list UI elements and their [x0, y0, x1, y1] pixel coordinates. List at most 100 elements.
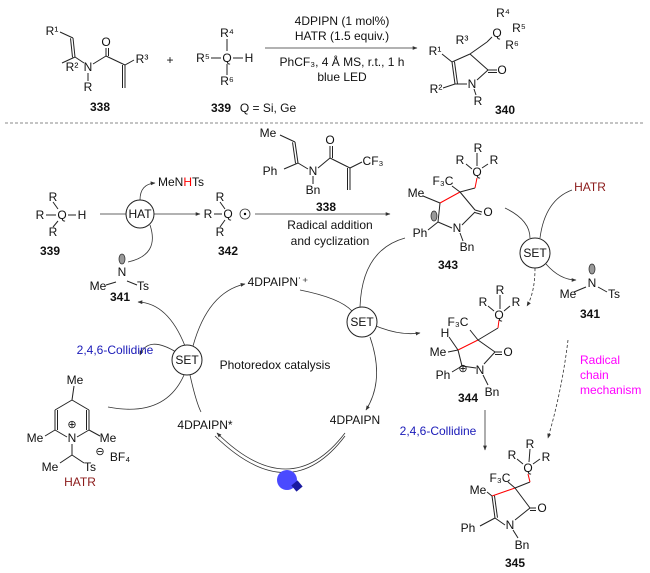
bond — [461, 211, 476, 226]
atom-me: Me — [408, 186, 425, 200]
bond — [491, 495, 496, 519]
atom-n: N — [588, 276, 597, 290]
hatr-reagent-label: HATR — [574, 180, 606, 194]
bond — [469, 53, 489, 71]
bond — [453, 61, 458, 84]
new-bond — [527, 473, 531, 483]
bond — [447, 349, 459, 353]
bond — [459, 232, 464, 242]
bond — [479, 517, 496, 527]
atom-r1: R¹ — [429, 44, 442, 58]
atom-bn: Bn — [306, 183, 321, 197]
bond — [474, 209, 483, 213]
atom-me: Me — [100, 431, 117, 445]
radical-addition-text: Radical addition — [287, 218, 372, 232]
hat-step-label: HAT — [128, 207, 152, 221]
atom-r1: R¹ — [46, 24, 59, 38]
bond — [514, 487, 531, 509]
bond — [528, 448, 531, 463]
bond — [52, 201, 59, 210]
atom-r5: R⁵ — [512, 21, 526, 35]
atom-me: Me — [90, 279, 107, 293]
atom-o: O — [503, 345, 512, 359]
atom-o: O — [325, 133, 334, 147]
compound-344-label: 344 — [458, 391, 478, 405]
atom-r: R — [84, 80, 93, 94]
atom-bn: Bn — [460, 240, 475, 254]
compound-343-label: 343 — [438, 258, 458, 272]
bond — [279, 134, 296, 143]
atom-r: R — [542, 450, 551, 464]
atom-q: Q — [222, 51, 231, 65]
new-bond — [474, 177, 478, 189]
bond — [71, 454, 85, 464]
hatr-label: HATR — [64, 475, 96, 489]
compound-339-label: 339 — [40, 244, 60, 258]
set-step-label: SET — [175, 353, 199, 367]
bond — [503, 305, 511, 312]
bond — [349, 161, 363, 169]
cyclization-text: and cyclization — [291, 234, 370, 248]
collidine-label: 2,4,6-Collidine — [77, 343, 154, 357]
bond — [469, 41, 488, 55]
new-bond — [497, 319, 500, 329]
bond — [512, 529, 519, 539]
hatr-to-set-curve — [539, 189, 573, 239]
bond — [481, 163, 489, 169]
bond — [92, 55, 107, 65]
amidyl-to-hat-curve — [127, 224, 153, 263]
bond — [483, 351, 496, 365]
bond — [71, 385, 75, 401]
bond — [494, 517, 506, 526]
plus-sign: + — [166, 53, 173, 67]
set-to-344-arrow — [526, 267, 536, 307]
atom-r3: R³ — [456, 33, 469, 47]
set-to-341-arrow — [545, 263, 577, 282]
q-definition: Q = Si, Ge — [240, 101, 297, 115]
atom-h: H — [78, 208, 87, 222]
atom-r: R — [479, 295, 488, 309]
radical-chain-text: Radical — [580, 353, 620, 367]
atom-o: O — [483, 205, 492, 219]
bond — [451, 365, 463, 373]
atom-bf4: BF₄ — [110, 450, 130, 464]
bond — [54, 399, 73, 411]
bond — [219, 201, 226, 210]
atom-q: Q — [523, 461, 532, 475]
bond — [54, 429, 68, 438]
set-circle — [519, 237, 551, 269]
atom-ph: Ph — [413, 226, 428, 240]
atom-r6: R⁶ — [220, 74, 234, 88]
bond — [294, 141, 299, 164]
atom-bn: Bn — [515, 538, 530, 552]
bond — [451, 53, 471, 63]
bond — [442, 83, 456, 89]
bond — [422, 195, 441, 204]
bond — [88, 429, 101, 437]
bond — [457, 349, 463, 367]
set-to-pc-ground-arrow — [365, 336, 378, 411]
atom-r2: R² — [66, 60, 79, 74]
atom-n: N — [309, 164, 318, 178]
menhts-label: MeNHTs — [158, 175, 204, 189]
bond — [465, 163, 473, 170]
atom-r: R — [216, 225, 225, 239]
atom-r: R — [474, 94, 483, 108]
atom-me: Me — [470, 483, 487, 497]
set-to-radical-cation-arrow — [192, 283, 246, 347]
bond — [461, 365, 477, 369]
excitation-arrow — [216, 432, 346, 470]
compound-338-label: 338 — [316, 200, 336, 214]
bond — [297, 162, 309, 170]
atom-r: R — [474, 141, 483, 155]
atom-q: Q — [223, 207, 232, 221]
radical-chain-text: chain — [580, 368, 609, 382]
anion-charge: ⊖ — [95, 446, 104, 458]
compound-340-label: 340 — [495, 103, 515, 117]
atom-o: O — [497, 63, 506, 77]
atom-ts: Ts — [84, 460, 96, 474]
bond — [283, 162, 299, 170]
atom-r: R — [526, 437, 535, 451]
compound-341-label: 341 — [110, 290, 130, 304]
